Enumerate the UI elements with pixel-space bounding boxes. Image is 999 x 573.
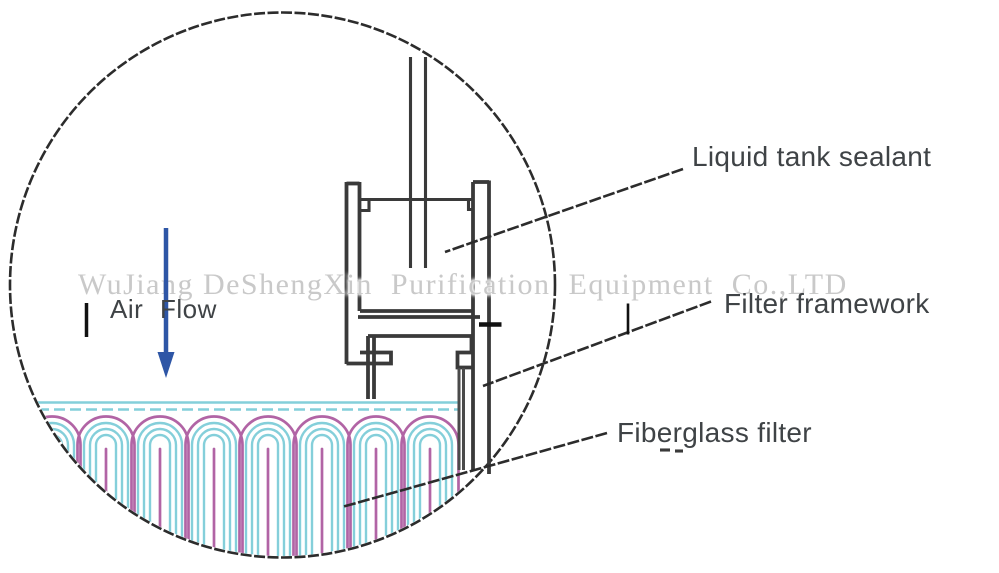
fiberglass-media [22, 401, 460, 556]
channel-right-notch [455, 350, 473, 370]
label-air-flow: Air Flow [110, 294, 217, 324]
label-fiberglass-filter: Fiberglass filter [617, 417, 812, 448]
label-liquid-tank-sealant: Liquid tank sealant [692, 141, 932, 172]
leader-filter-framework [482, 300, 712, 388]
magnifier-circle-outline [8, 11, 557, 559]
air-flow-arrow [157, 228, 175, 378]
leader-fiberglass-filter [341, 431, 608, 509]
tank-rim-lip-left [361, 200, 371, 213]
label-filter-framework: Filter framework [724, 288, 930, 319]
watermark-text: WuJiang DeShengXin Purification Equipmen… [78, 268, 848, 301]
tank-rim-lip-right [466, 200, 473, 212]
leader-liquid-tank-sealant [444, 167, 684, 254]
